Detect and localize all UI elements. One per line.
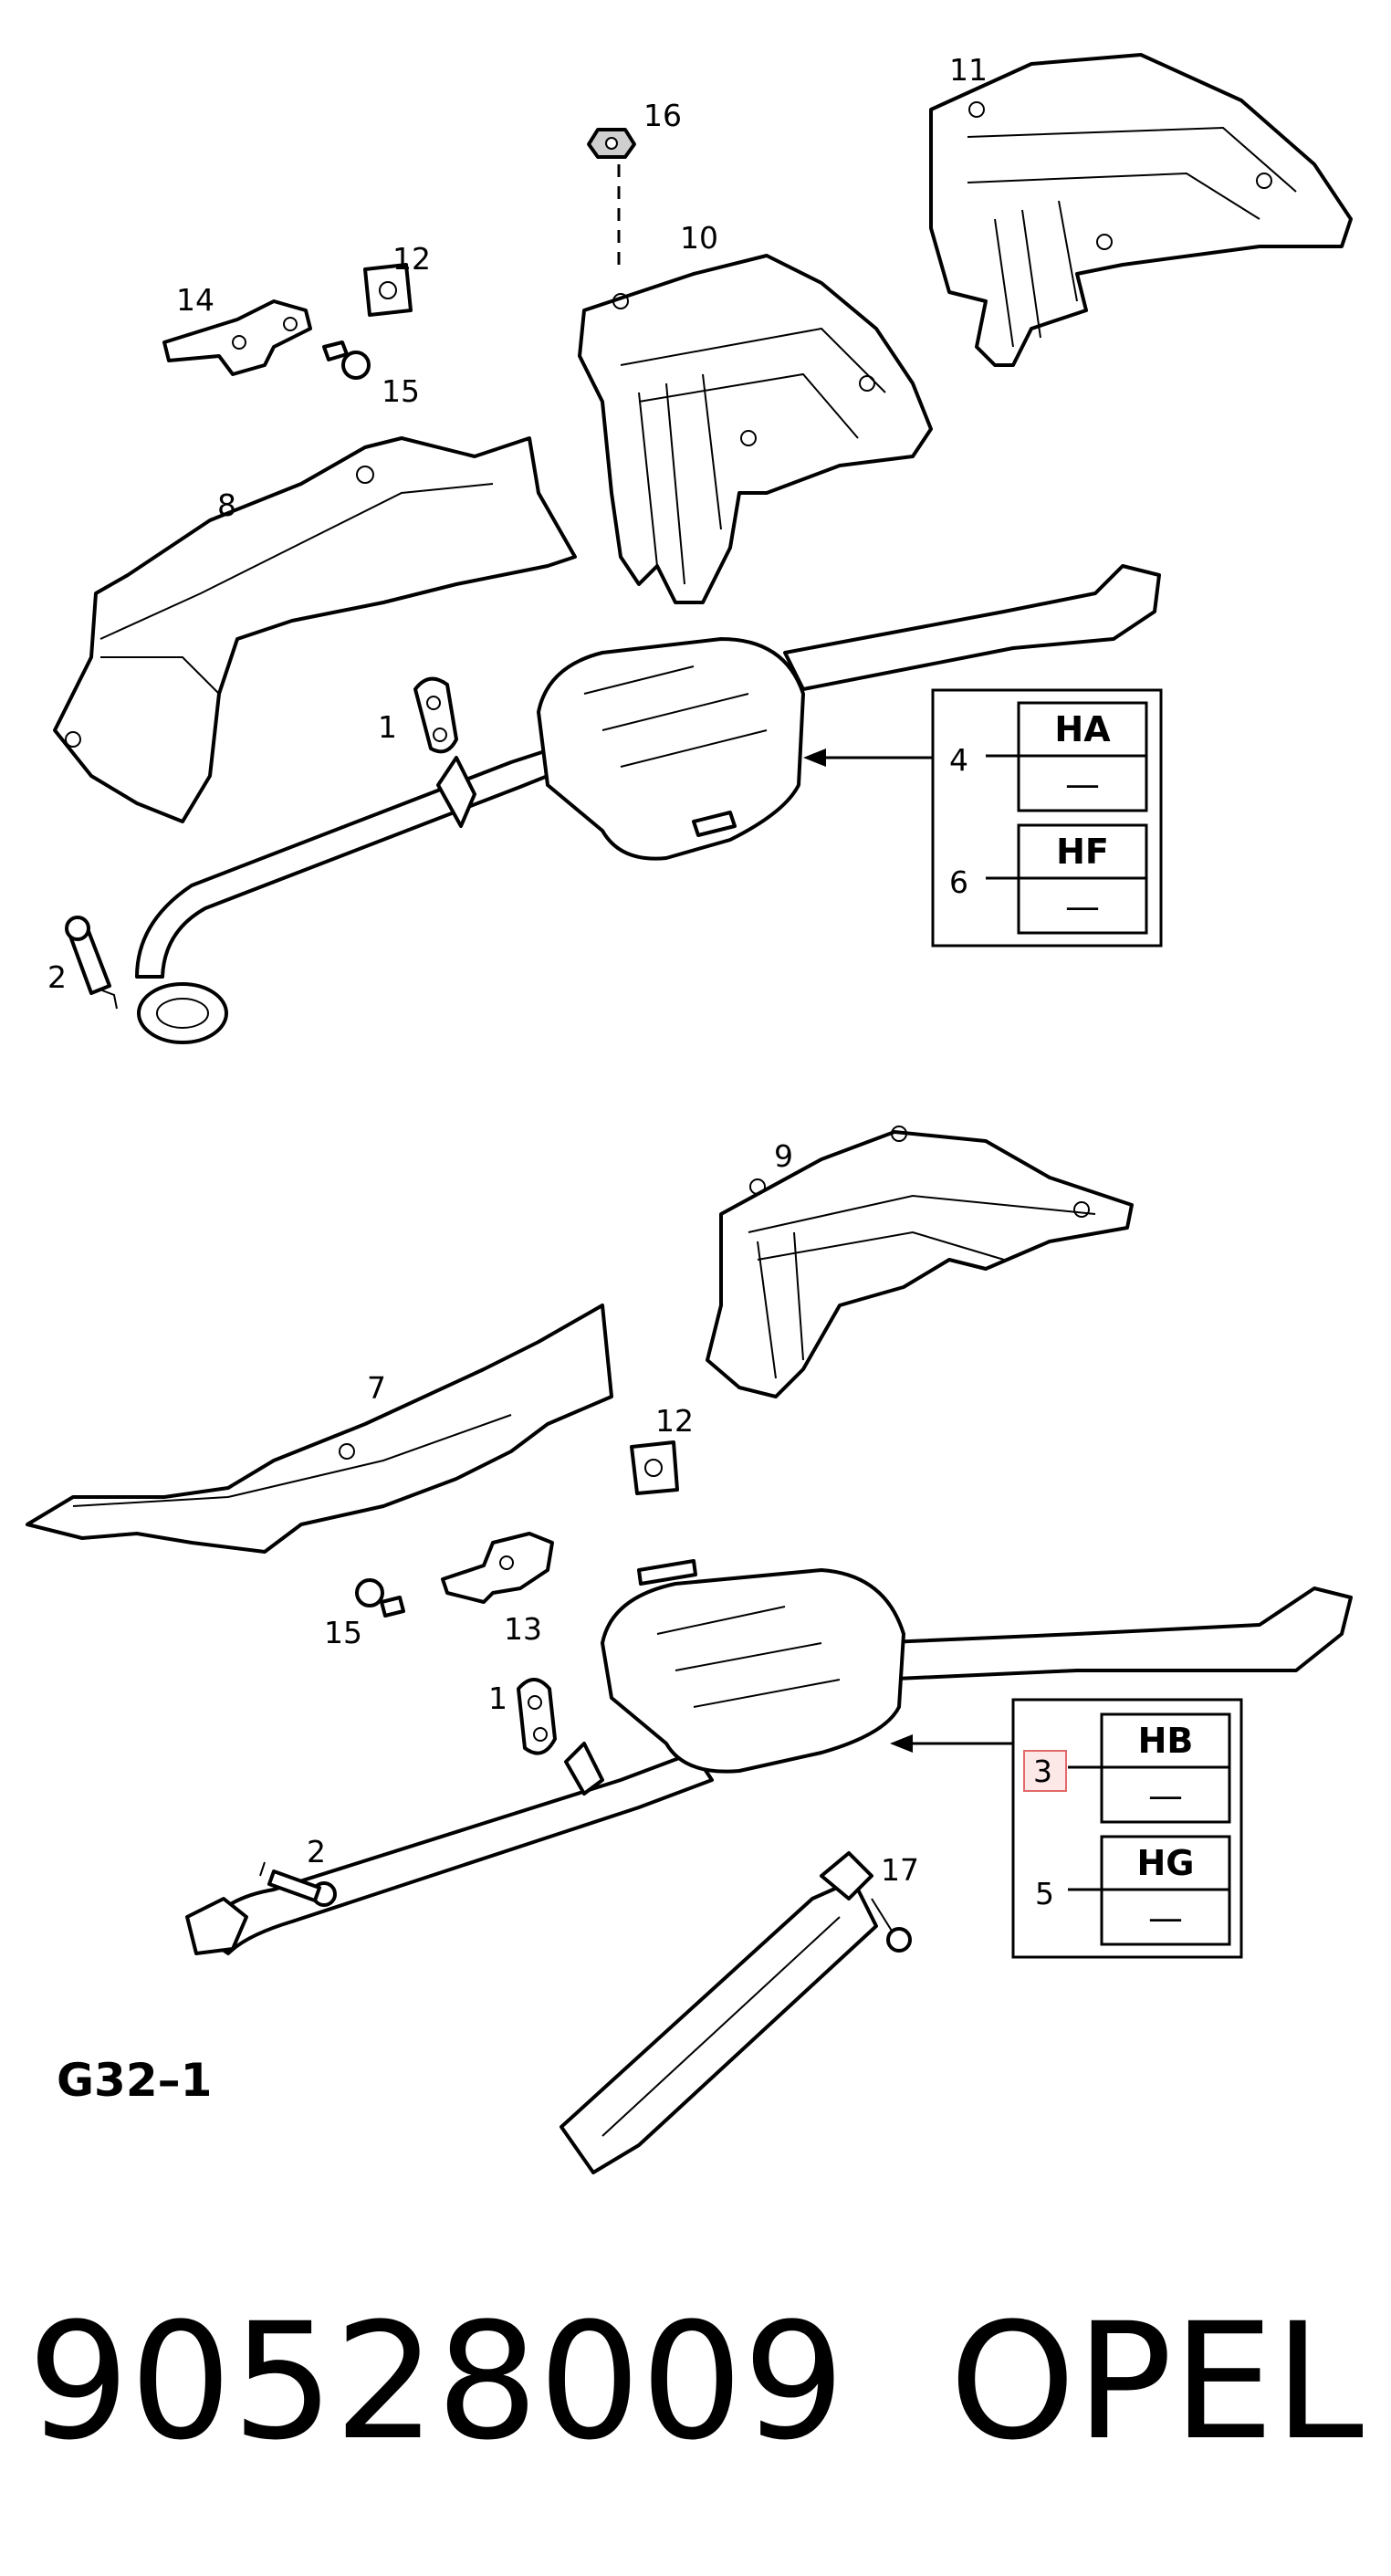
heat-shield-8 xyxy=(53,436,577,823)
bolt-2-top xyxy=(65,916,118,1010)
variant-code-HB: HB xyxy=(1138,1721,1194,1761)
variant-code-HA: HA xyxy=(1054,709,1111,749)
callout-15-top: 15 xyxy=(382,373,420,409)
muffler-bottom xyxy=(601,1559,905,1774)
callout-17: 17 xyxy=(881,1852,919,1888)
callout-9: 9 xyxy=(774,1138,793,1174)
callout-2-bottom: 2 xyxy=(307,1834,326,1869)
callout-2-top: 2 xyxy=(47,959,67,995)
callout-4: 4 xyxy=(949,742,968,778)
muffler-top xyxy=(537,637,805,861)
callout-10: 10 xyxy=(680,220,718,256)
rubber-hanger-1-bottom xyxy=(517,1678,557,1755)
part-number: 90528009 xyxy=(27,2288,845,2476)
callout-7: 7 xyxy=(367,1370,386,1406)
heat-shield-7 xyxy=(26,1304,613,1554)
bolt-2-bottom xyxy=(259,1861,337,1907)
callout-8: 8 xyxy=(217,487,236,523)
callout-1-top: 1 xyxy=(378,709,397,745)
variant-value-HG: — xyxy=(1148,1898,1183,1938)
variant-code-HG: HG xyxy=(1137,1843,1195,1883)
variant-value-HA: — xyxy=(1065,764,1100,804)
callout-12-top: 12 xyxy=(392,241,431,277)
nut-16 xyxy=(587,128,636,265)
callout-12-bottom: 12 xyxy=(655,1403,694,1439)
clip-12 xyxy=(363,263,413,317)
callout-arrow-bottom xyxy=(890,1734,1018,1753)
variant-box-bottom: HB — HG — xyxy=(1011,1698,1243,1959)
callout-16: 16 xyxy=(643,98,682,133)
callout-11: 11 xyxy=(949,52,988,88)
callout-15-bottom: 15 xyxy=(324,1615,362,1650)
bolt-15 xyxy=(322,340,371,380)
rubber-hanger-1-top xyxy=(413,676,458,754)
figure-label: G32–1 xyxy=(57,2054,212,2107)
heat-shield-10 xyxy=(578,254,933,604)
variant-value-HB: — xyxy=(1148,1775,1183,1816)
heat-shield-9 xyxy=(706,1126,1134,1398)
callout-5: 5 xyxy=(1035,1876,1054,1911)
heat-shield-11 xyxy=(929,53,1353,367)
variant-value-HF: — xyxy=(1065,886,1100,927)
variant-box-top: HA — HF — xyxy=(931,688,1163,948)
bracket-14 xyxy=(162,299,312,376)
callout-13: 13 xyxy=(504,1611,542,1647)
rear-silencer-17 xyxy=(560,1851,912,2174)
bracket-13 xyxy=(441,1532,554,1604)
callout-14: 14 xyxy=(176,282,214,318)
callout-1-bottom: 1 xyxy=(488,1681,507,1716)
bolt-15-bottom xyxy=(355,1578,405,1618)
callout-6: 6 xyxy=(949,864,968,900)
variant-code-HF: HF xyxy=(1056,832,1109,872)
highlight-callout-3 xyxy=(1023,1750,1067,1792)
brand-name: OPEL xyxy=(949,2288,1364,2476)
clip-12-bottom xyxy=(630,1440,679,1495)
callout-3: 3 xyxy=(1033,1754,1052,1789)
